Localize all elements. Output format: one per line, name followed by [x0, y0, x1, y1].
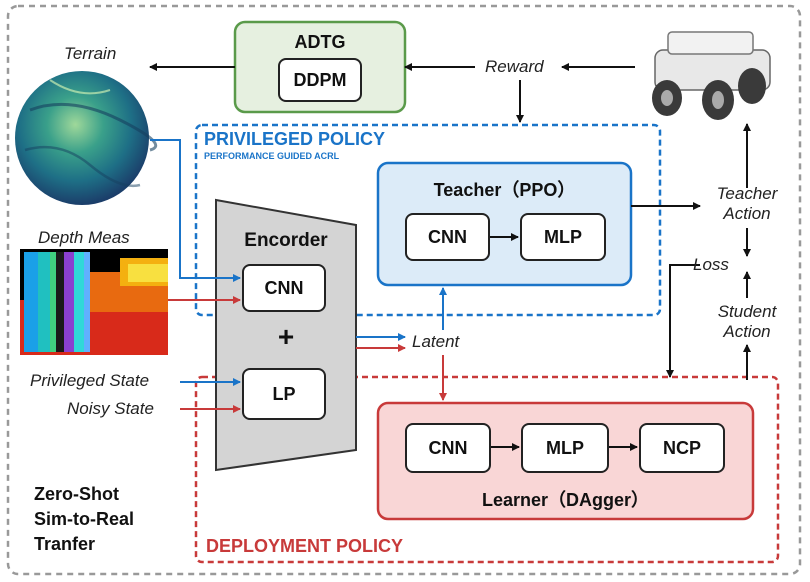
noisy-state-label: Noisy State — [67, 399, 154, 418]
reward-label: Reward — [485, 57, 544, 76]
zero-shot-title-line-1: Zero-Shot — [34, 484, 119, 504]
ddpm-block: DDPM — [278, 58, 362, 102]
depth-image — [20, 249, 168, 355]
loss-to-learner-arrow — [666, 264, 700, 378]
deployment-policy-title: DEPLOYMENT POLICY — [206, 536, 404, 556]
student-action-label-1: Student — [717, 302, 777, 321]
privileged-policy-subtitle: PERFORMANCE GUIDED ACRL — [204, 151, 340, 161]
teacher-action-label-1: Teacher — [716, 184, 778, 203]
plus-sign: + — [277, 321, 295, 352]
adtg-title: ADTG — [294, 32, 346, 52]
depth-label: Depth Meas — [38, 228, 130, 247]
learner-mlp-block: MLP — [521, 423, 609, 473]
robot-image — [652, 31, 771, 120]
learner-ncp-block: NCP — [639, 423, 725, 473]
deployment-policy-frame — [194, 375, 780, 564]
learner-title: Learner（DAgger） — [481, 490, 650, 510]
learner-cnn-block: CNN — [405, 423, 491, 473]
teacher-mlp-block: MLP — [520, 213, 606, 261]
teacher-action-label-2: Action — [723, 204, 771, 223]
privileged-policy-frame — [194, 123, 662, 317]
privileged-state-label: Privileged State — [30, 371, 150, 390]
latent-label: Latent — [412, 332, 460, 351]
teacher-title: Teacher（PPO） — [433, 180, 576, 200]
terrain-to-cnn-arrow — [150, 139, 241, 282]
zero-shot-title-line-2: Sim-to-Real — [34, 509, 135, 529]
outer-frame — [6, 4, 802, 576]
terrain-label: Terrain — [64, 44, 117, 63]
encoder-title: Encorder — [244, 230, 328, 251]
zero-shot-title-line-3: Tranfer — [34, 534, 96, 554]
privileged-policy-title: PRIVILEGED POLICY — [204, 129, 386, 149]
teacher-cnn-block: CNN — [405, 213, 490, 261]
encoder-cnn-block: CNN — [242, 264, 326, 312]
encoder-lp-block: LP — [242, 368, 326, 420]
student-action-label-2: Action — [723, 322, 771, 341]
loss-label: Loss — [693, 255, 729, 274]
